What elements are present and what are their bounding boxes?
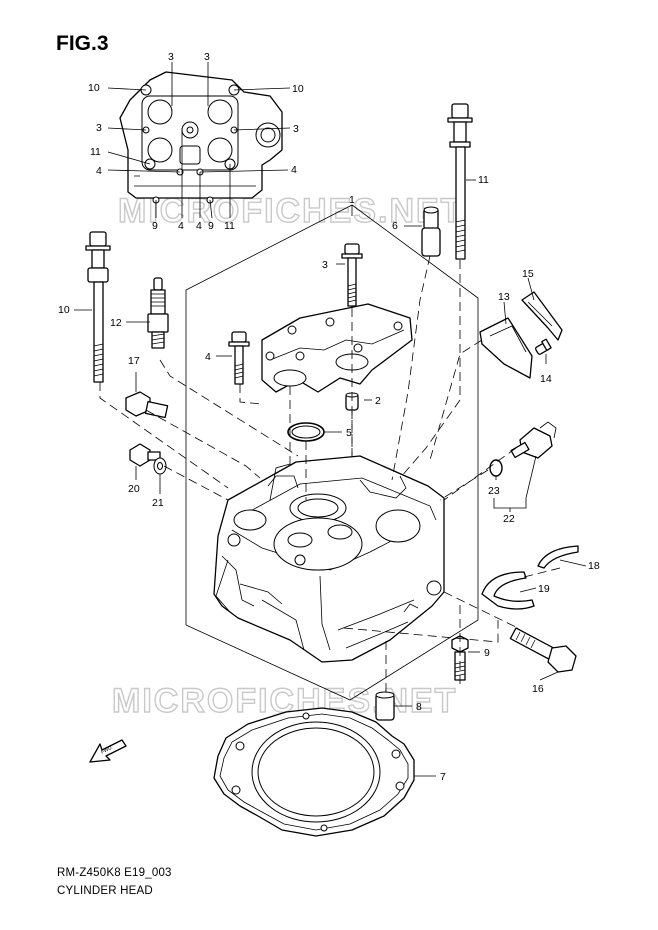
callout-14: 14 [540,373,552,385]
callout-4-left: 4 [96,165,102,177]
callout-9-bottom-left: 9 [152,220,158,232]
callout-3-main: 3 [322,259,328,271]
callout-6: 6 [392,220,398,232]
callout-9-bottom-right: 9 [208,220,214,232]
half-ring-19 [481,571,535,610]
long-bolt-11 [447,103,473,260]
dowel-8 [375,691,395,721]
leader-lines [74,179,587,777]
callout-8: 8 [416,701,422,713]
callout-3-top-left: 3 [168,51,174,63]
cylinder-head-body [213,455,445,663]
callout-5: 5 [346,427,352,439]
callout-4-right: 4 [291,164,297,176]
callout-17: 17 [128,355,140,367]
callout-21: 21 [152,497,164,509]
main-callouts: 1 6 11 3 15 13 10 12 4 17 14 2 5 23 20 2… [58,174,600,783]
callout-9-main: 9 [484,647,490,659]
reed-plate-13 [479,317,533,379]
callout-19: 19 [538,583,550,595]
callout-10-top-right: 10 [292,83,304,95]
spark-plug-12 [147,277,169,349]
callout-4-main: 4 [205,351,211,363]
top-view-callouts: 3 3 10 10 3 3 11 4 4 9 4 4 9 11 [88,51,304,232]
callout-4-bottom-b: 4 [196,220,202,232]
bolt-16 [509,627,577,673]
callout-3-top-right: 3 [204,51,210,63]
callout-23: 23 [488,485,500,497]
sensor-22 [510,421,557,459]
half-ring-18 [537,545,579,569]
fwd-arrow-icon: FWD [89,739,127,763]
callout-13: 13 [498,291,510,303]
callout-2: 2 [375,395,381,407]
fwd-label: FWD [100,745,113,756]
cylinder-head-top-view [119,71,283,204]
footer-code: RM-Z450K8 E19_003 [57,867,172,879]
long-bolt-10 [85,231,111,383]
callout-10-top-left: 10 [88,82,100,94]
callout-18: 18 [588,560,600,572]
callout-1: 1 [349,194,355,206]
callout-11-main: 11 [478,174,489,186]
bolt-4 [228,331,250,385]
callout-10-main: 10 [58,304,70,316]
clamp-15 [521,291,563,341]
callout-20: 20 [128,483,140,495]
bolt-17 [125,391,169,419]
callout-7: 7 [440,771,446,783]
bolt-20 [129,443,161,467]
bolt-14 [535,338,552,355]
head-gasket-7 [213,707,415,837]
camshaft-holder [261,303,413,393]
callout-16: 16 [532,683,544,695]
callout-22: 22 [503,513,515,525]
top-view-leaders [107,62,291,219]
bolt-3 [341,243,363,307]
o-ring-5-inner [291,425,321,439]
callout-11-bottom: 11 [224,220,235,232]
callout-12: 12 [110,317,122,329]
o-ring-23 [489,459,503,477]
callout-4-bottom-a: 4 [178,220,184,232]
footer-name: CYLINDER HEAD [57,885,153,897]
assembly-outline [185,204,479,701]
callout-3-mid-left: 3 [96,122,102,134]
callout-3-mid-right: 3 [293,123,299,135]
tensioner-6 [421,206,441,257]
washer-21-inner [157,462,163,470]
callout-15: 15 [522,268,534,280]
callout-11-top-left: 11 [90,146,101,158]
bolt-9 [451,635,469,681]
figure-title: FIG.3 [56,32,109,55]
